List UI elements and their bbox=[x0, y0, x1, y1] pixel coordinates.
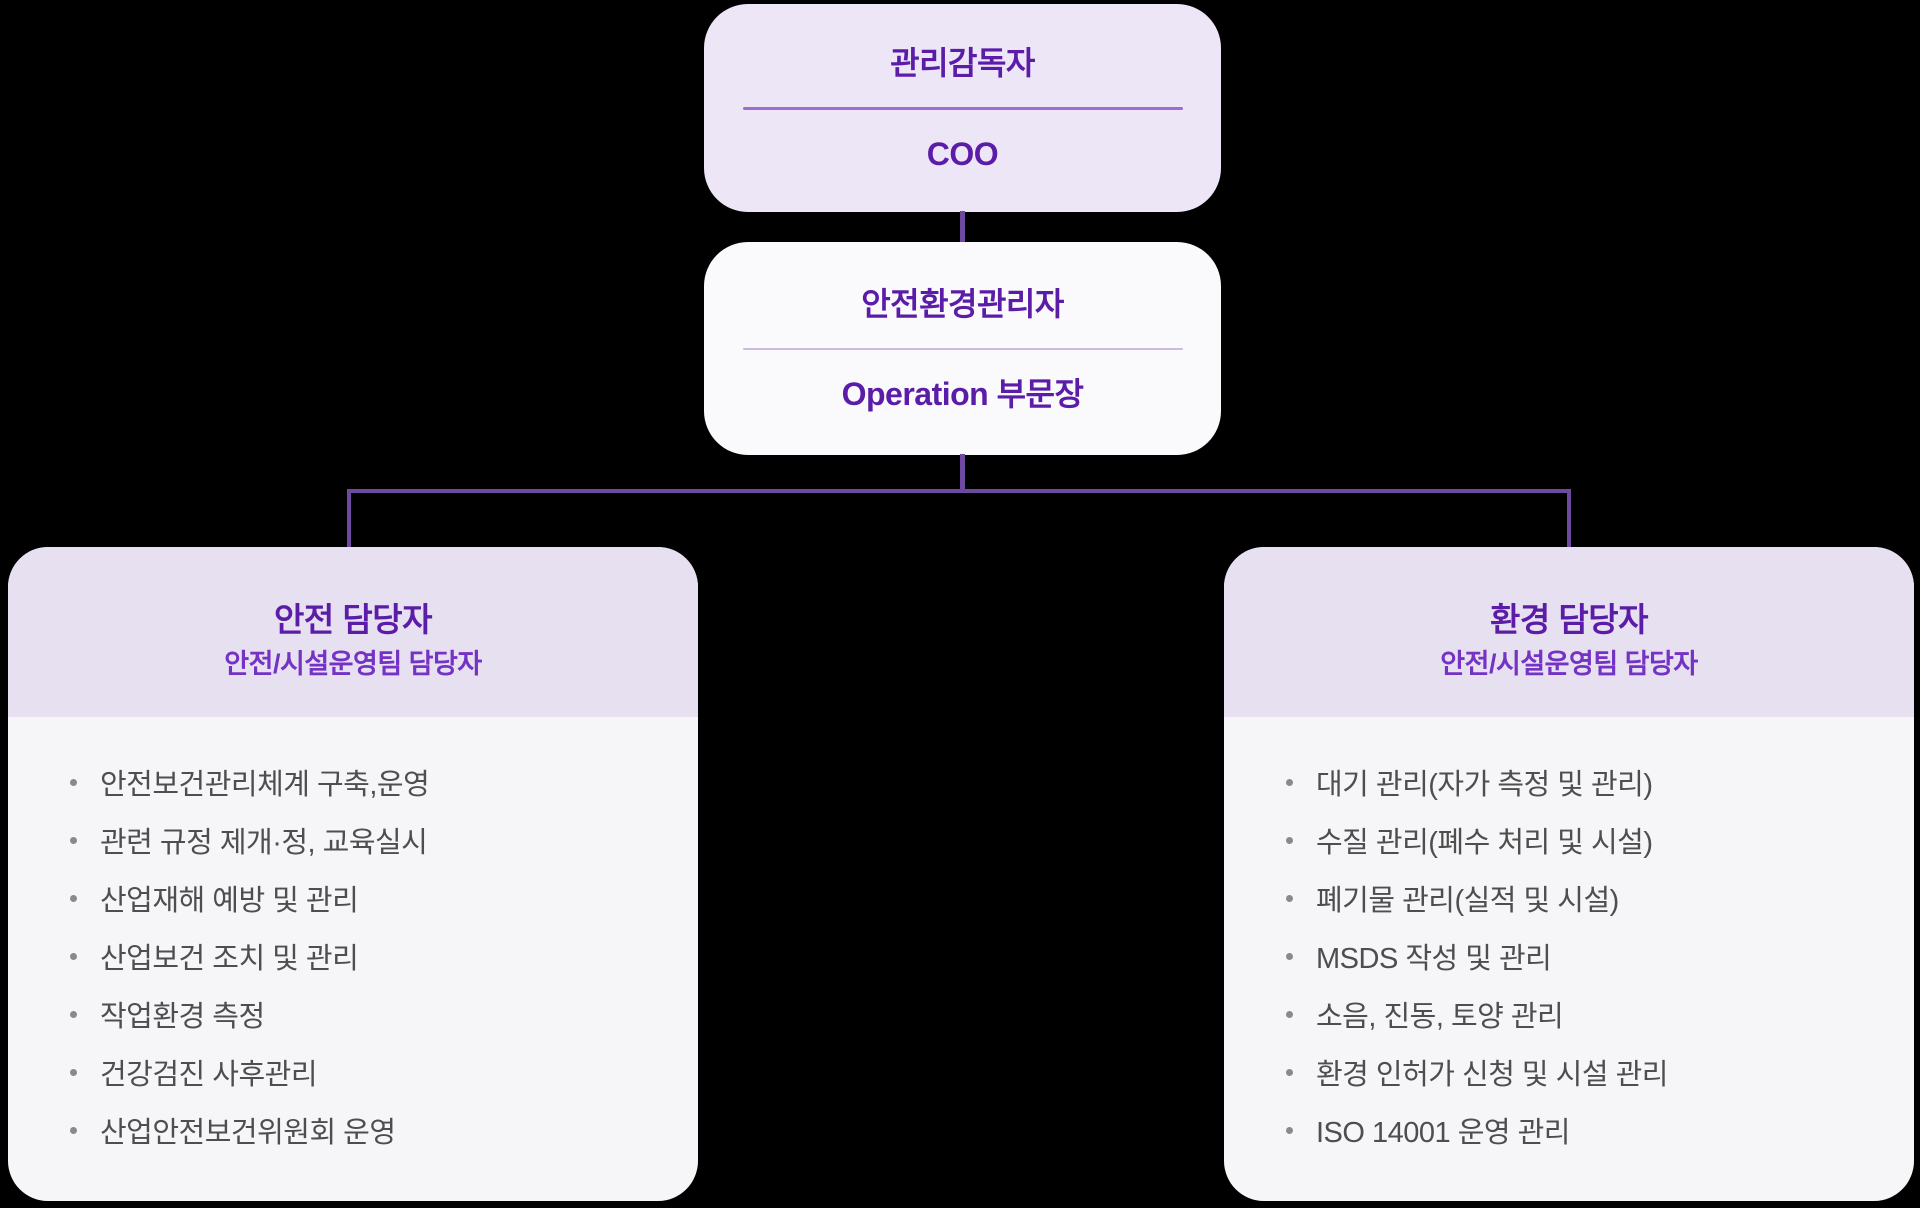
duty-text: 대기 관리(자가 측정 및 관리) bbox=[1316, 769, 1653, 801]
bullet-icon bbox=[1286, 1010, 1293, 1018]
duty-text: ISO 14001 운영 관리 bbox=[1316, 1117, 1571, 1149]
duty-list-item: ISO 14001 운영 관리 bbox=[1286, 1101, 1884, 1159]
safety-officer-header: 안전 담당자 안전/시설운영팀 담당자 bbox=[8, 547, 698, 717]
bullet-icon bbox=[70, 894, 77, 902]
duty-list-item: 산업재해 예방 및 관리 bbox=[70, 869, 668, 927]
node-supervisor: 관리감독자 COO bbox=[704, 4, 1221, 212]
bullet-icon bbox=[1286, 952, 1293, 960]
duty-text: 작업환경 측정 bbox=[100, 1001, 265, 1033]
duty-text: 산업안전보건위원회 운영 bbox=[100, 1117, 396, 1149]
duty-list-item: 작업환경 측정 bbox=[70, 985, 668, 1043]
manager-divider-line bbox=[742, 347, 1183, 350]
manager-role-label: 안전환경관리자 bbox=[861, 285, 1064, 322]
safety-officer-team-label: 안전/시설운영팀 담당자 bbox=[224, 649, 482, 679]
duty-text: 산업보건 조치 및 관리 bbox=[100, 943, 359, 975]
duty-text: 수질 관리(폐수 처리 및 시설) bbox=[1316, 827, 1653, 859]
supervisor-role-label: 관리감독자 bbox=[890, 44, 1035, 81]
duty-list-item: 관련 규정 제개·정, 교육실시 bbox=[70, 811, 668, 869]
duty-list-item: 건강검진 사후관리 bbox=[70, 1043, 668, 1101]
manager-person-label: Operation 부문장 bbox=[841, 375, 1084, 412]
connector-right-drop bbox=[1567, 489, 1571, 548]
duty-list-item: 대기 관리(자가 측정 및 관리) bbox=[1286, 753, 1884, 811]
connector-horizontal-line bbox=[347, 489, 1571, 493]
duty-list-item: 수질 관리(폐수 처리 및 시설) bbox=[1286, 811, 1884, 869]
duty-text: 소음, 진동, 토양 관리 bbox=[1316, 1001, 1564, 1033]
duty-list-item: 환경 인허가 신청 및 시설 관리 bbox=[1286, 1043, 1884, 1101]
bullet-icon bbox=[70, 1010, 77, 1018]
duty-list-item: 폐기물 관리(실적 및 시설) bbox=[1286, 869, 1884, 927]
node-manager: 안전환경관리자 Operation 부문장 bbox=[704, 242, 1221, 455]
connector-left-drop bbox=[347, 489, 351, 548]
connector-supervisor-manager bbox=[960, 211, 965, 243]
bullet-icon bbox=[1286, 1068, 1293, 1076]
duty-text: 관련 규정 제개·정, 교육실시 bbox=[100, 827, 428, 859]
duty-list-item: 산업안전보건위원회 운영 bbox=[70, 1101, 668, 1159]
supervisor-divider-line bbox=[742, 106, 1183, 110]
bullet-icon bbox=[70, 1126, 77, 1134]
duty-text: 건강검진 사후관리 bbox=[100, 1059, 318, 1091]
duty-list-item: 산업보건 조치 및 관리 bbox=[70, 927, 668, 985]
supervisor-person-label: COO bbox=[926, 135, 999, 172]
connector-manager-stem bbox=[960, 454, 965, 491]
safety-officer-role-label: 안전 담당자 bbox=[274, 601, 432, 638]
environment-officer-header: 환경 담당자 안전/시설운영팀 담당자 bbox=[1224, 547, 1914, 717]
environment-duties-list: 대기 관리(자가 측정 및 관리) 수질 관리(폐수 처리 및 시설) 폐기물 관리… bbox=[1224, 717, 1914, 1159]
environment-officer-team-label: 안전/시설운영팀 담당자 bbox=[1440, 649, 1698, 679]
bullet-icon bbox=[1286, 894, 1293, 902]
bullet-icon bbox=[1286, 778, 1293, 786]
duty-text: MSDS 작성 및 관리 bbox=[1316, 943, 1552, 975]
duty-text: 산업재해 예방 및 관리 bbox=[100, 885, 359, 917]
duty-text: 안전보건관리체계 구축,운영 bbox=[100, 769, 430, 801]
duty-list-item: 안전보건관리체계 구축,운영 bbox=[70, 753, 668, 811]
bullet-icon bbox=[70, 1068, 77, 1076]
duty-text: 환경 인허가 신청 및 시설 관리 bbox=[1316, 1059, 1668, 1091]
node-environment-officer: 환경 담당자 안전/시설운영팀 담당자 대기 관리(자가 측정 및 관리) 수질 … bbox=[1224, 547, 1914, 1201]
bullet-icon bbox=[70, 778, 77, 786]
duty-list-item: MSDS 작성 및 관리 bbox=[1286, 927, 1884, 985]
bullet-icon bbox=[70, 836, 77, 844]
environment-officer-role-label: 환경 담당자 bbox=[1490, 601, 1648, 638]
bullet-icon bbox=[1286, 836, 1293, 844]
bullet-icon bbox=[70, 952, 77, 960]
bullet-icon bbox=[1286, 1126, 1293, 1134]
duty-text: 폐기물 관리(실적 및 시설) bbox=[1316, 885, 1619, 917]
duty-list-item: 소음, 진동, 토양 관리 bbox=[1286, 985, 1884, 1043]
